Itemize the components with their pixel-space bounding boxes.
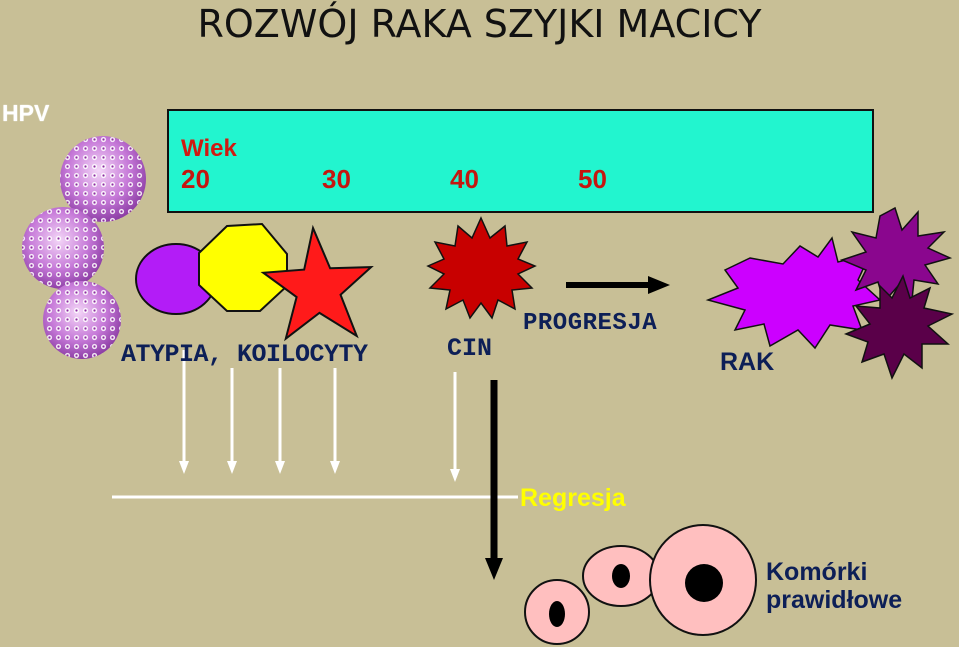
cin-label: CIN xyxy=(447,334,493,363)
page-title: ROZWÓJ RAKA SZYJKI MACICY xyxy=(197,2,762,46)
regression-label: Regresja xyxy=(520,484,626,512)
normal-cells-label: Komórki prawidłowe xyxy=(766,558,902,614)
age-tick-50: 50 xyxy=(578,164,607,194)
atypia-red-star xyxy=(260,224,374,342)
cancer-label: RAK xyxy=(720,348,775,376)
normal-cell-large xyxy=(649,524,757,636)
normal-cell-medium xyxy=(582,545,660,607)
hpv-virus-particle-1 xyxy=(60,136,146,222)
progression-label: PROGRESJA xyxy=(523,310,658,337)
age-tick-20: 20 xyxy=(181,164,210,194)
cin-dark-red-burst xyxy=(426,216,537,320)
regression-arrow-2 xyxy=(227,368,237,474)
progression-arrow xyxy=(566,276,670,294)
atypia-yellow-octagon xyxy=(198,222,288,312)
age-label: Wiek xyxy=(181,135,237,162)
regression-arrow-4 xyxy=(330,368,340,474)
cancer-magenta-burst xyxy=(705,236,882,350)
regression-arrow-cin xyxy=(450,372,460,482)
hpv-virus-particle-2 xyxy=(22,207,104,289)
hpv-virus-particle-3 xyxy=(43,281,121,359)
age-tick-40: 40 xyxy=(450,164,479,194)
age-tick-30: 30 xyxy=(322,164,351,194)
hpv-label: HPV xyxy=(2,100,50,126)
regression-arrow-3 xyxy=(275,368,285,474)
cancer-purple-burst xyxy=(839,206,953,304)
normal-cells-label-line-2: prawidłowe xyxy=(766,586,903,614)
normal-cells-label-line-1: Komórki xyxy=(766,558,868,586)
regression-black-arrow xyxy=(485,380,503,580)
normal-cell-small xyxy=(524,579,590,645)
regression-arrow-1 xyxy=(179,350,189,474)
atypia-label: ATYPIA, KOILOCYTY xyxy=(121,340,368,369)
age-timeline-box: Wiek 20 30 40 50 xyxy=(167,109,874,213)
cancer-dark-purple-burst xyxy=(843,274,955,380)
